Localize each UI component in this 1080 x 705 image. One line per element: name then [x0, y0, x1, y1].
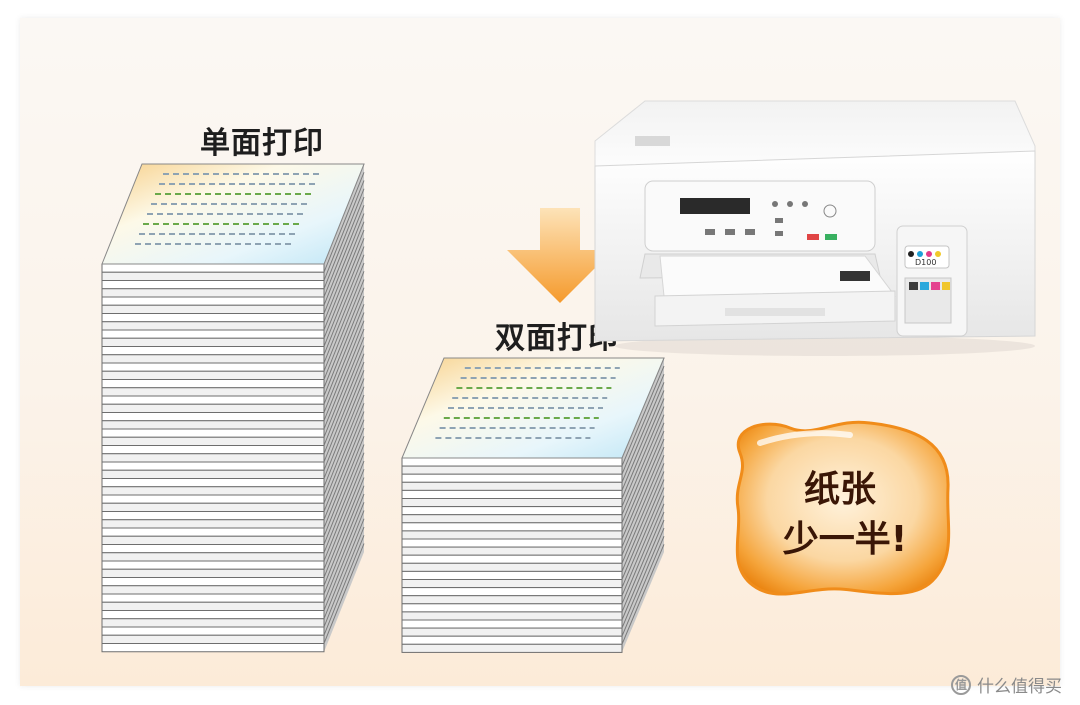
watermark-logo-icon: 值 — [951, 674, 971, 695]
badge-line2: 少一半! — [782, 519, 908, 560]
watermark-text: 什么值得买 — [977, 677, 1062, 697]
single-sided-label: 单面打印 — [200, 126, 324, 161]
single-sided-paper-stack — [101, 163, 665, 653]
printer-model-tag: D100 — [915, 258, 936, 267]
badge-line1: 纸张 — [803, 469, 876, 510]
image-frame: 单面打印 双面打印 — [20, 18, 1060, 686]
watermark: 值 什么值得买 — [951, 672, 1062, 697]
badge-blob — [735, 420, 951, 596]
printer-illustration: D100 — [594, 100, 1036, 356]
down-arrow-icon — [507, 208, 613, 303]
